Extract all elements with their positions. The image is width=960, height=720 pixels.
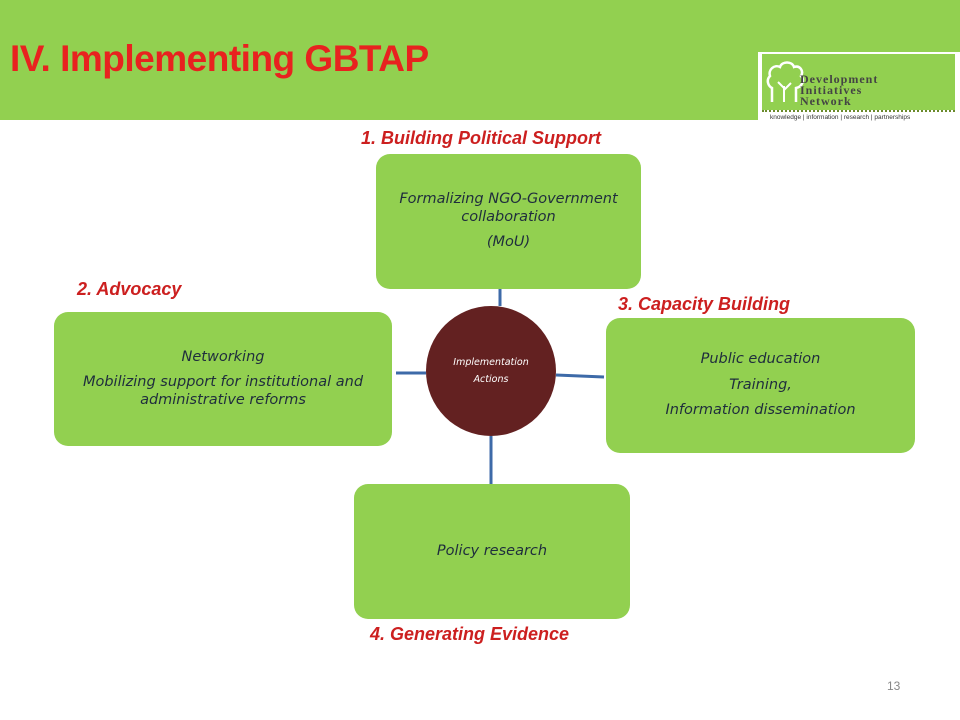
center-label-line-1: Implementation — [453, 357, 529, 368]
node-left-line-1: Networking — [181, 348, 265, 365]
category-generating-evidence: 4. Generating Evidence — [370, 624, 570, 644]
node-left: Networking Mobilizing support for instit… — [54, 312, 392, 446]
logo-background — [762, 54, 955, 110]
logo-word-development: Development — [800, 72, 879, 86]
node-right: Public education Training, Information d… — [606, 318, 915, 453]
tree-icon — [766, 61, 805, 102]
page-number: 13 — [887, 679, 901, 693]
category-building-political-support: 1. Building Political Support — [361, 128, 602, 148]
node-top: Formalizing NGO-Government collaboration… — [376, 154, 641, 289]
node-bottom-line-1: Policy research — [436, 542, 548, 559]
slide-title: IV. Implementing GBTAP — [10, 38, 429, 79]
category-capacity-building: 3. Capacity Building — [618, 294, 791, 314]
logo-tagline: knowledge | information | research | par… — [770, 114, 911, 121]
node-top-line-1: Formalizing NGO-Government collaboration — [399, 191, 618, 225]
node-right-line-3: Information dissemination — [665, 402, 856, 419]
node-right-line-2: Training, — [729, 376, 792, 393]
category-advocacy: 2. Advocacy — [77, 279, 182, 299]
node-left-line-2: Mobilizing support for institutional and… — [82, 374, 364, 408]
logo-word-initiatives: Initiatives — [800, 83, 863, 97]
center-hub: Implementation Actions — [426, 306, 556, 436]
connector-right — [555, 373, 605, 379]
node-right-line-1: Public education — [700, 351, 821, 368]
organization-logo: Development Initiatives Network knowledg… — [758, 52, 960, 121]
logo-divider — [762, 110, 955, 114]
node-top-line-2: (MoU) — [486, 234, 531, 251]
node-bottom: Policy research — [354, 484, 630, 619]
logo-word-network: Network — [800, 94, 852, 108]
center-label-line-2: Actions — [473, 374, 509, 385]
